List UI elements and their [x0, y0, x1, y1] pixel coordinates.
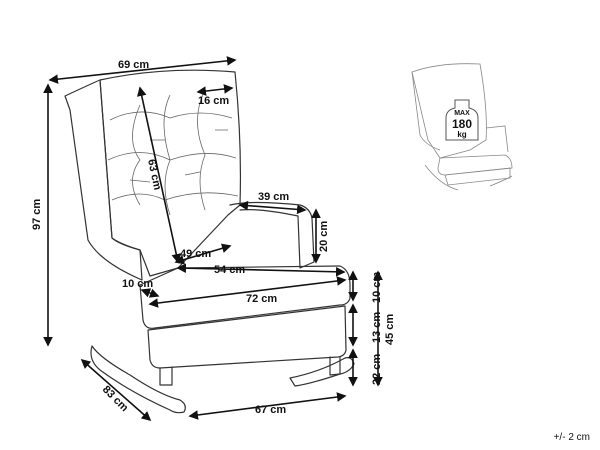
dim-arm-length: 39 cm [258, 191, 289, 203]
tufting [107, 89, 239, 216]
seat-base [147, 305, 347, 369]
right-rocker [289, 357, 355, 387]
chair-drawing [64, 69, 355, 414]
dim-cushion-height: 10 cm [371, 272, 383, 303]
dim-width-total: 69 cm [118, 59, 149, 71]
dim-back-height: 63 cm [145, 158, 163, 191]
dim-rocker-length: 67 cm [255, 404, 286, 416]
tolerance-note: +/- 2 cm [554, 432, 590, 443]
dim-wing-depth: 16 cm [198, 95, 229, 107]
dimension-lines: 69 cm 16 cm 97 cm 63 cm 39 cm 20 cm 49 c… [31, 56, 396, 422]
dim-arm-height: 20 cm [318, 221, 330, 252]
dim-rocker-height: 22 cm [371, 354, 383, 385]
leg [159, 356, 341, 386]
dim-seat-depth: 54 cm [214, 264, 245, 276]
dim-height-total: 97 cm [31, 199, 43, 230]
seat-cushion [139, 265, 351, 329]
load-unit: kg [457, 130, 466, 139]
dim-seat-width: 49 cm [180, 248, 211, 260]
load-max-label: MAX [454, 110, 470, 117]
dim-seat-front-width: 72 cm [246, 293, 277, 305]
right-arm [229, 201, 315, 269]
load-thumbnail: MAX 180 kg [411, 63, 513, 191]
dim-cushion-edge: 10 cm [122, 278, 153, 290]
dim-seat-height: 45 cm [384, 314, 396, 345]
load-value: 180 [452, 117, 472, 131]
dim-base-height: 13 cm [371, 312, 383, 343]
left-rocker [90, 345, 186, 414]
weight-bag-icon [445, 99, 479, 141]
